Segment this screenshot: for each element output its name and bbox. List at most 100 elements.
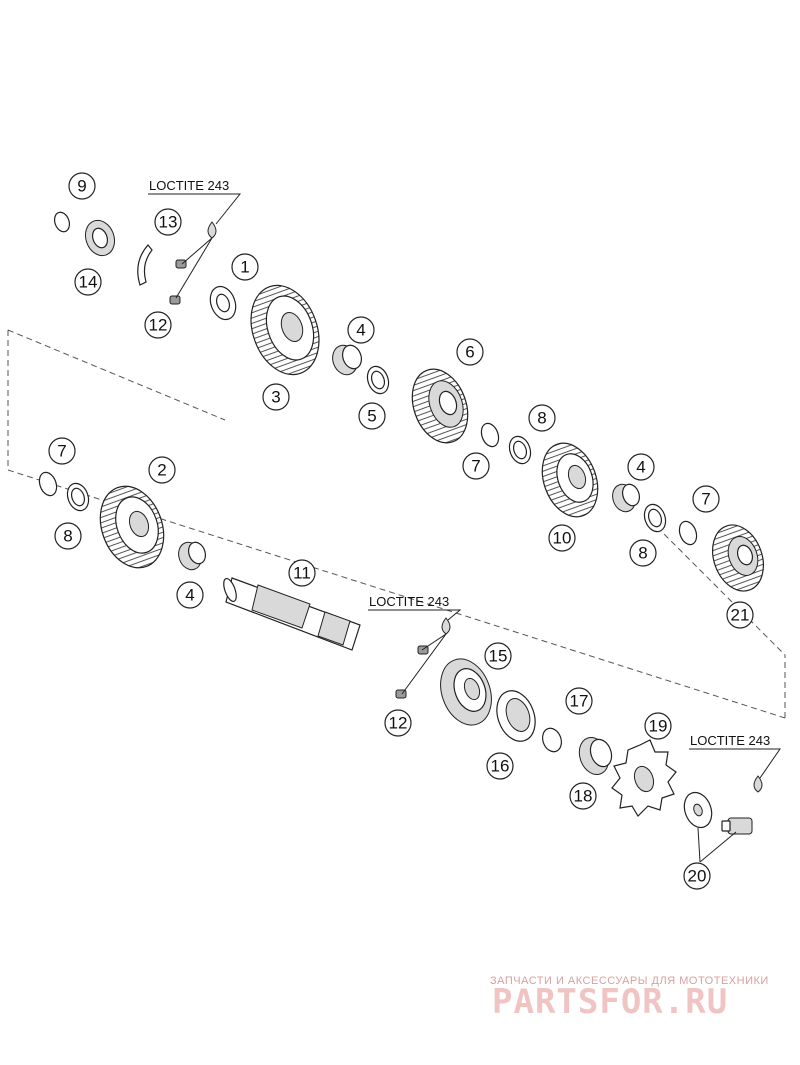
callout-12-top: 12 xyxy=(144,311,172,339)
callout-16: 16 xyxy=(486,752,514,780)
part-8-washer-mid xyxy=(508,435,532,465)
part-18-spacer xyxy=(578,737,613,775)
callout-15: 15 xyxy=(484,642,512,670)
svg-text:LOCTITE 243: LOCTITE 243 xyxy=(369,594,449,609)
loctite-drop-mid xyxy=(441,617,451,635)
svg-text:12: 12 xyxy=(149,316,168,335)
svg-text:LOCTITE 243: LOCTITE 243 xyxy=(149,178,229,193)
callout-17: 17 xyxy=(565,687,593,715)
part-21-gear xyxy=(712,524,764,592)
loctite-label-top: LOCTITE 243 xyxy=(148,178,242,299)
part-1-washer xyxy=(209,285,237,321)
callout-14: 14 xyxy=(74,268,102,296)
part-4-bushing-top xyxy=(332,344,363,376)
callout-4-top: 4 xyxy=(347,316,375,344)
part-17-o-ring xyxy=(541,727,563,753)
part-19-sprocket xyxy=(611,739,677,817)
part-8-washer-left xyxy=(66,482,90,512)
callout-4-right: 4 xyxy=(627,453,655,481)
callout-3: 3 xyxy=(262,383,290,411)
callout-4-left: 4 xyxy=(176,581,204,609)
assembly-dashed-frame xyxy=(7,329,786,719)
svg-text:8: 8 xyxy=(63,527,72,546)
svg-text:19: 19 xyxy=(649,717,668,736)
loctite-drop-top xyxy=(207,221,217,239)
svg-text:10: 10 xyxy=(553,529,572,548)
svg-text:7: 7 xyxy=(701,490,710,509)
watermark-tagline: ЗАПЧАСТИ И АКСЕССУАРЫ ДЛЯ МОТОТЕХНИКИ xyxy=(490,975,769,987)
svg-text:8: 8 xyxy=(537,409,546,428)
svg-text:15: 15 xyxy=(489,647,508,666)
svg-text:3: 3 xyxy=(271,388,280,407)
svg-text:6: 6 xyxy=(465,343,474,362)
callout-10: 10 xyxy=(548,524,576,552)
part-16-seal xyxy=(496,690,536,742)
part-20-leaders xyxy=(697,827,737,863)
part-9-circlip xyxy=(53,211,71,233)
part-6-gear xyxy=(411,368,469,444)
callout-19: 19 xyxy=(644,712,672,740)
callout-7-left: 7 xyxy=(48,437,76,465)
callout-21: 21 xyxy=(726,601,754,629)
part-12-screw-bottom xyxy=(395,645,429,699)
part-20-bolt xyxy=(721,817,753,835)
part-7-ring-right xyxy=(678,520,698,546)
part-3-gear xyxy=(250,284,320,376)
svg-text:7: 7 xyxy=(471,457,480,476)
callout-20: 20 xyxy=(683,862,711,890)
part-14-bearing xyxy=(84,219,116,257)
part-11-shaft xyxy=(223,577,361,651)
part-10-gear xyxy=(541,442,599,518)
svg-text:21: 21 xyxy=(731,606,750,625)
svg-text:17: 17 xyxy=(570,692,589,711)
svg-text:4: 4 xyxy=(185,586,194,605)
svg-text:2: 2 xyxy=(157,461,166,480)
svg-text:16: 16 xyxy=(491,757,510,776)
callout-11: 11 xyxy=(288,559,316,587)
svg-text:12: 12 xyxy=(389,714,408,733)
part-7-ring-mid xyxy=(480,422,500,448)
loctite-label-bottom: LOCTITE 243 xyxy=(689,733,781,779)
svg-text:18: 18 xyxy=(574,787,593,806)
callout-8-right: 8 xyxy=(629,539,657,567)
callout-8-mid: 8 xyxy=(528,404,556,432)
svg-text:9: 9 xyxy=(77,177,86,196)
callout-7-mid: 7 xyxy=(462,452,490,480)
callout-18: 18 xyxy=(569,782,597,810)
svg-text:8: 8 xyxy=(638,544,647,563)
svg-text:13: 13 xyxy=(159,213,178,232)
callout-9: 9 xyxy=(68,172,96,200)
svg-text:7: 7 xyxy=(57,442,66,461)
callout-5: 5 xyxy=(358,402,386,430)
part-15-bearing xyxy=(440,658,492,726)
callout-6: 6 xyxy=(456,338,484,366)
loctite-drop-bottom xyxy=(753,775,763,793)
callout-2: 2 xyxy=(148,456,176,484)
part-2-gear xyxy=(99,485,165,569)
svg-text:14: 14 xyxy=(79,273,98,292)
loctite-label-mid: LOCTITE 243 xyxy=(368,594,462,695)
svg-text:4: 4 xyxy=(356,321,365,340)
callout-12-bottom: 12 xyxy=(384,709,412,737)
svg-text:5: 5 xyxy=(367,407,376,426)
callout-13: 13 xyxy=(154,208,182,236)
part-8-washer-right xyxy=(643,503,667,533)
svg-text:11: 11 xyxy=(293,564,311,583)
part-13-retainer xyxy=(137,244,153,286)
part-4-bushing-left xyxy=(178,541,207,571)
watermark-brand: PARTSFOR.RU xyxy=(492,982,728,1022)
part-7-ring-left xyxy=(38,471,58,497)
part-20-washer xyxy=(683,791,713,829)
callout-1: 1 xyxy=(231,253,259,281)
callout-7-right: 7 xyxy=(692,485,720,513)
svg-text:4: 4 xyxy=(636,458,645,477)
part-12-screw-top xyxy=(169,259,187,305)
part-4-bushing-right xyxy=(612,483,641,513)
svg-text:LOCTITE 243: LOCTITE 243 xyxy=(690,733,770,748)
callout-8-left: 8 xyxy=(54,522,82,550)
assembly-dashed-frame-right xyxy=(649,519,786,656)
part-5-washer xyxy=(366,365,390,395)
svg-text:20: 20 xyxy=(688,867,707,886)
svg-text:1: 1 xyxy=(240,258,249,277)
